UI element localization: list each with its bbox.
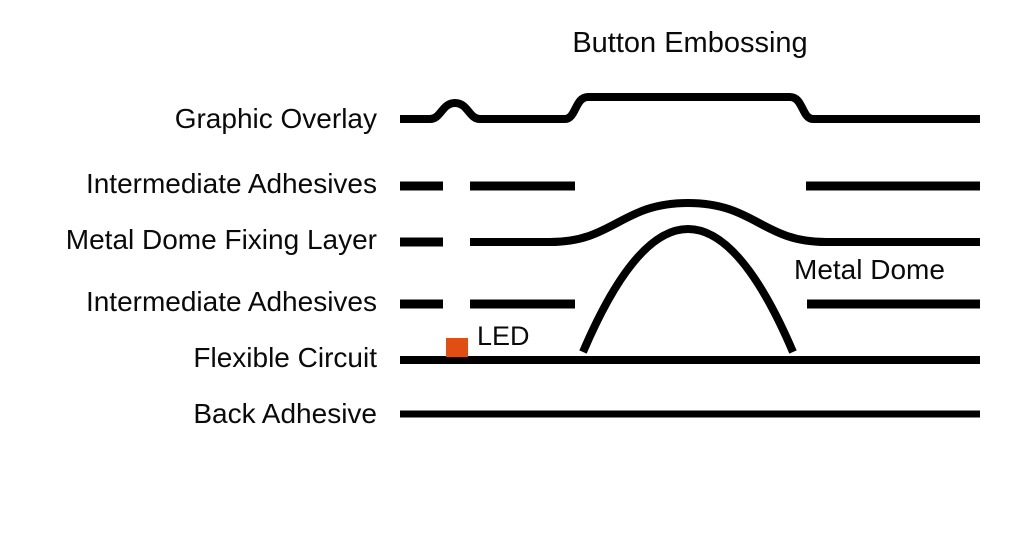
layer-label-metal-dome-fixing-layer: Metal Dome Fixing Layer — [65, 224, 377, 255]
layer-label-intermediate-adhesives-top: Intermediate Adhesives — [85, 168, 377, 199]
led-square — [446, 338, 468, 357]
layer-label-flexible-circuit: Flexible Circuit — [193, 342, 377, 373]
metal-dome-arc — [579, 225, 797, 354]
diagram-title: Button Embossing — [572, 27, 808, 59]
metal-dome-fixing-layer-line — [470, 199, 980, 246]
graphic-overlay-line — [400, 93, 980, 123]
metal-dome-annotation: Metal Dome — [794, 254, 945, 285]
layer-label-graphic-overlay: Graphic Overlay — [174, 103, 377, 134]
layer-label-intermediate-adhesives-bottom: Intermediate Adhesives — [85, 286, 377, 317]
layer-label-back-adhesive: Back Adhesive — [193, 398, 377, 429]
led-annotation: LED — [477, 321, 530, 351]
